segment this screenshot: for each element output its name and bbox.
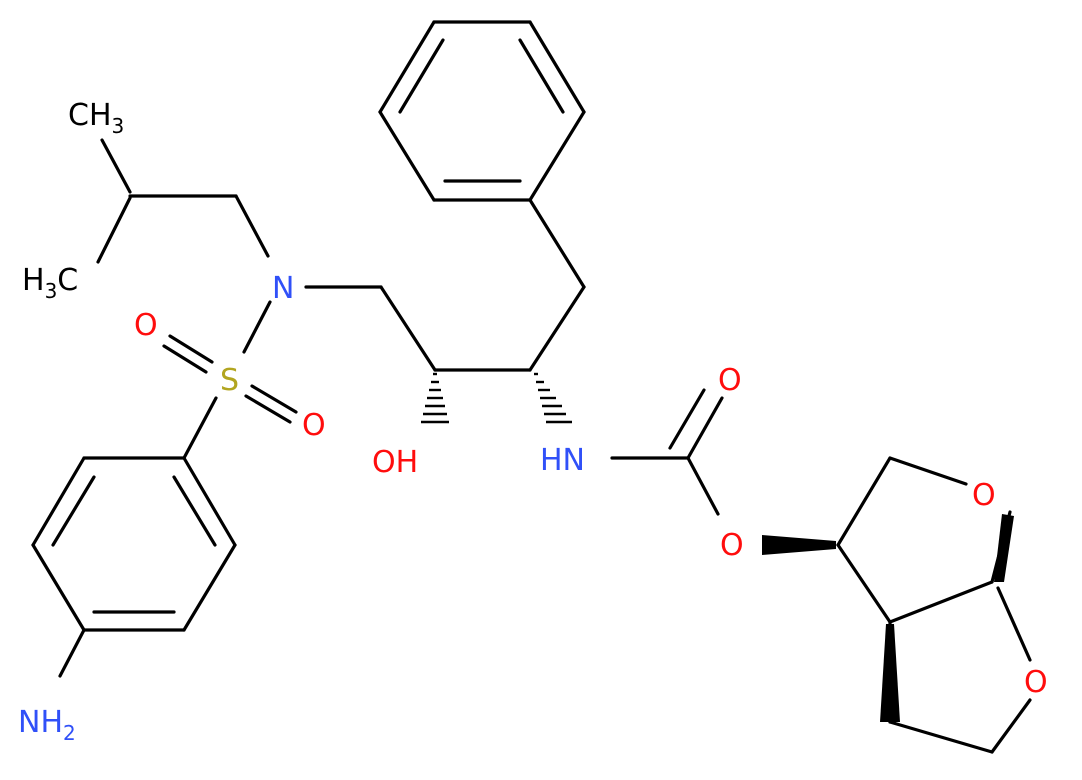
bond-ar5 — [31, 456, 86, 547]
bond-bc8 — [888, 720, 994, 754]
bond-bc7 — [990, 698, 1032, 754]
bond-n-s — [242, 300, 272, 354]
atom-n-sulfonamide: N — [272, 271, 294, 306]
bond-c1-c2 — [379, 285, 437, 372]
bond-ar1 — [182, 456, 237, 547]
bond-c-o-dbl-b — [668, 388, 706, 450]
bond-c-o-dbl-a — [686, 396, 724, 460]
bond-s-ring — [182, 396, 218, 460]
bond-ph4 — [378, 20, 436, 114]
bond-c4-c5 — [528, 198, 586, 289]
bond-h3c-ch — [96, 196, 132, 264]
atom-nh2-amine: NH2 — [18, 705, 76, 745]
atom-o-furan-2: O — [1024, 665, 1048, 700]
bond-ph-dbl-a — [518, 38, 565, 114]
bond-c-oester — [686, 456, 720, 516]
bond-ch2-n — [234, 194, 270, 258]
bond-s-o1-a — [168, 334, 214, 364]
bond-bc1 — [836, 456, 892, 547]
bond-ar-dbl-c — [51, 475, 96, 547]
atom-o-sulfonyl-2: O — [302, 408, 326, 443]
atom-nh-carbamate: HN — [540, 443, 585, 478]
bond-s-o2-b — [244, 394, 292, 424]
bond-ph1 — [528, 110, 586, 202]
atom-o-carbonyl: O — [718, 363, 742, 398]
atom-ch3-top: CH3 — [68, 98, 124, 138]
bond-s-o1-b — [162, 344, 208, 374]
atom-h3c-left: H3C — [22, 263, 78, 303]
atom-label-layer: CH3 H3C N S O O NH2 OH HN O O O O — [18, 98, 1048, 745]
atom-o-sulfonyl-1: O — [134, 308, 158, 343]
hashed-wedge-oh — [421, 372, 449, 424]
atom-s-sulfonyl: S — [220, 363, 239, 398]
bond-bc5 — [836, 543, 892, 624]
bond-c3-c4 — [528, 285, 586, 372]
solid-wedge-oester — [762, 535, 836, 555]
bond-ar-dbl-a — [172, 475, 217, 547]
atom-o-ester: O — [720, 528, 744, 563]
bond-bc4 — [888, 580, 994, 624]
bond-ar2 — [182, 543, 237, 632]
bond-ph2 — [528, 20, 586, 114]
atom-o-furan-1: O — [972, 478, 996, 513]
solid-wedge-ofuran1 — [994, 514, 1014, 582]
stereo-layer — [421, 372, 1014, 722]
bond-bc6 — [996, 586, 1032, 662]
bond-ch3top-ch — [100, 138, 132, 194]
bond-layer — [31, 20, 1032, 754]
hashed-wedge-nh — [534, 372, 572, 424]
atom-oh-hydroxyl: OH — [372, 445, 418, 480]
bond-ar4 — [31, 543, 86, 632]
bond-ph5 — [378, 110, 436, 202]
solid-wedge-bridge — [880, 624, 900, 722]
bond-bc2 — [888, 456, 968, 486]
bond-ph-dbl-b — [398, 38, 445, 114]
bond-ring-nh2 — [58, 628, 86, 678]
bond-s-o2-a — [250, 384, 298, 414]
